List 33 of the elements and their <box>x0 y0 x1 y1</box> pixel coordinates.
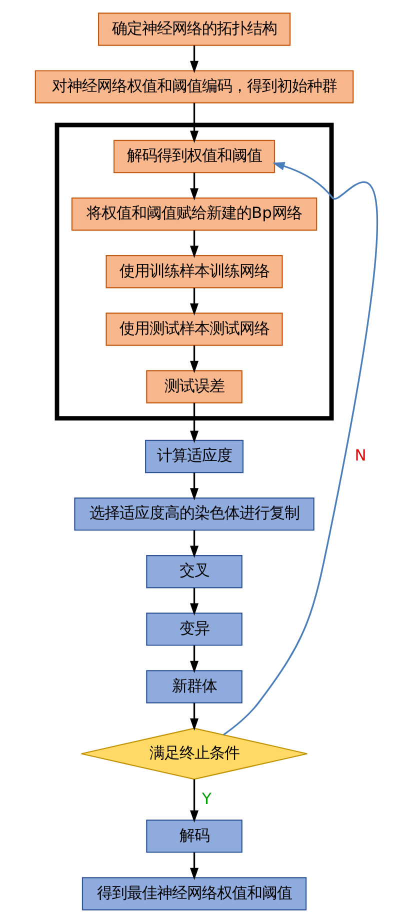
arrow <box>190 472 198 500</box>
arrow <box>190 402 198 443</box>
arrow <box>190 702 198 731</box>
node-box: 将权值和阈值赋给新建的Bp网络 <box>70 198 317 231</box>
arrow <box>222 162 378 736</box>
arrow <box>190 172 198 200</box>
node-box: 对神经网络权值和阈值编码，得到初始种群 <box>34 70 354 104</box>
arrow <box>190 45 198 74</box>
node-box: 变异 <box>146 612 242 646</box>
node-box: 使用测试样本测试网络 <box>105 312 282 346</box>
edge-label: Y <box>201 790 211 808</box>
cluster <box>54 122 334 421</box>
node-box: 计算适应度 <box>144 440 244 474</box>
edge-label: N <box>354 446 366 465</box>
arrow <box>190 530 198 558</box>
arrow <box>190 288 198 316</box>
arrow <box>190 102 198 143</box>
node-box: 得到最佳神经网络权值和阈值 <box>81 877 306 910</box>
node-box: 解码得到权值和阈值 <box>112 140 275 174</box>
node-box: 测试误差 <box>146 370 242 404</box>
arrow <box>190 852 198 880</box>
arrow <box>190 645 198 674</box>
arrow <box>190 779 198 823</box>
node-box: 选择适应度高的染色体进行复制 <box>74 497 314 531</box>
node-box: 解码 <box>146 820 242 853</box>
arrow <box>190 230 198 258</box>
arrow <box>190 588 198 616</box>
node-box: 新群体 <box>146 670 242 704</box>
arrow <box>190 345 198 374</box>
node-box: 交叉 <box>146 555 242 588</box>
node-diamond: 满足终止条件 <box>80 728 308 780</box>
node-box: 使用训练样本训练网络 <box>105 255 282 288</box>
node-box: 确定神经网络的拓扑结构 <box>97 12 290 46</box>
